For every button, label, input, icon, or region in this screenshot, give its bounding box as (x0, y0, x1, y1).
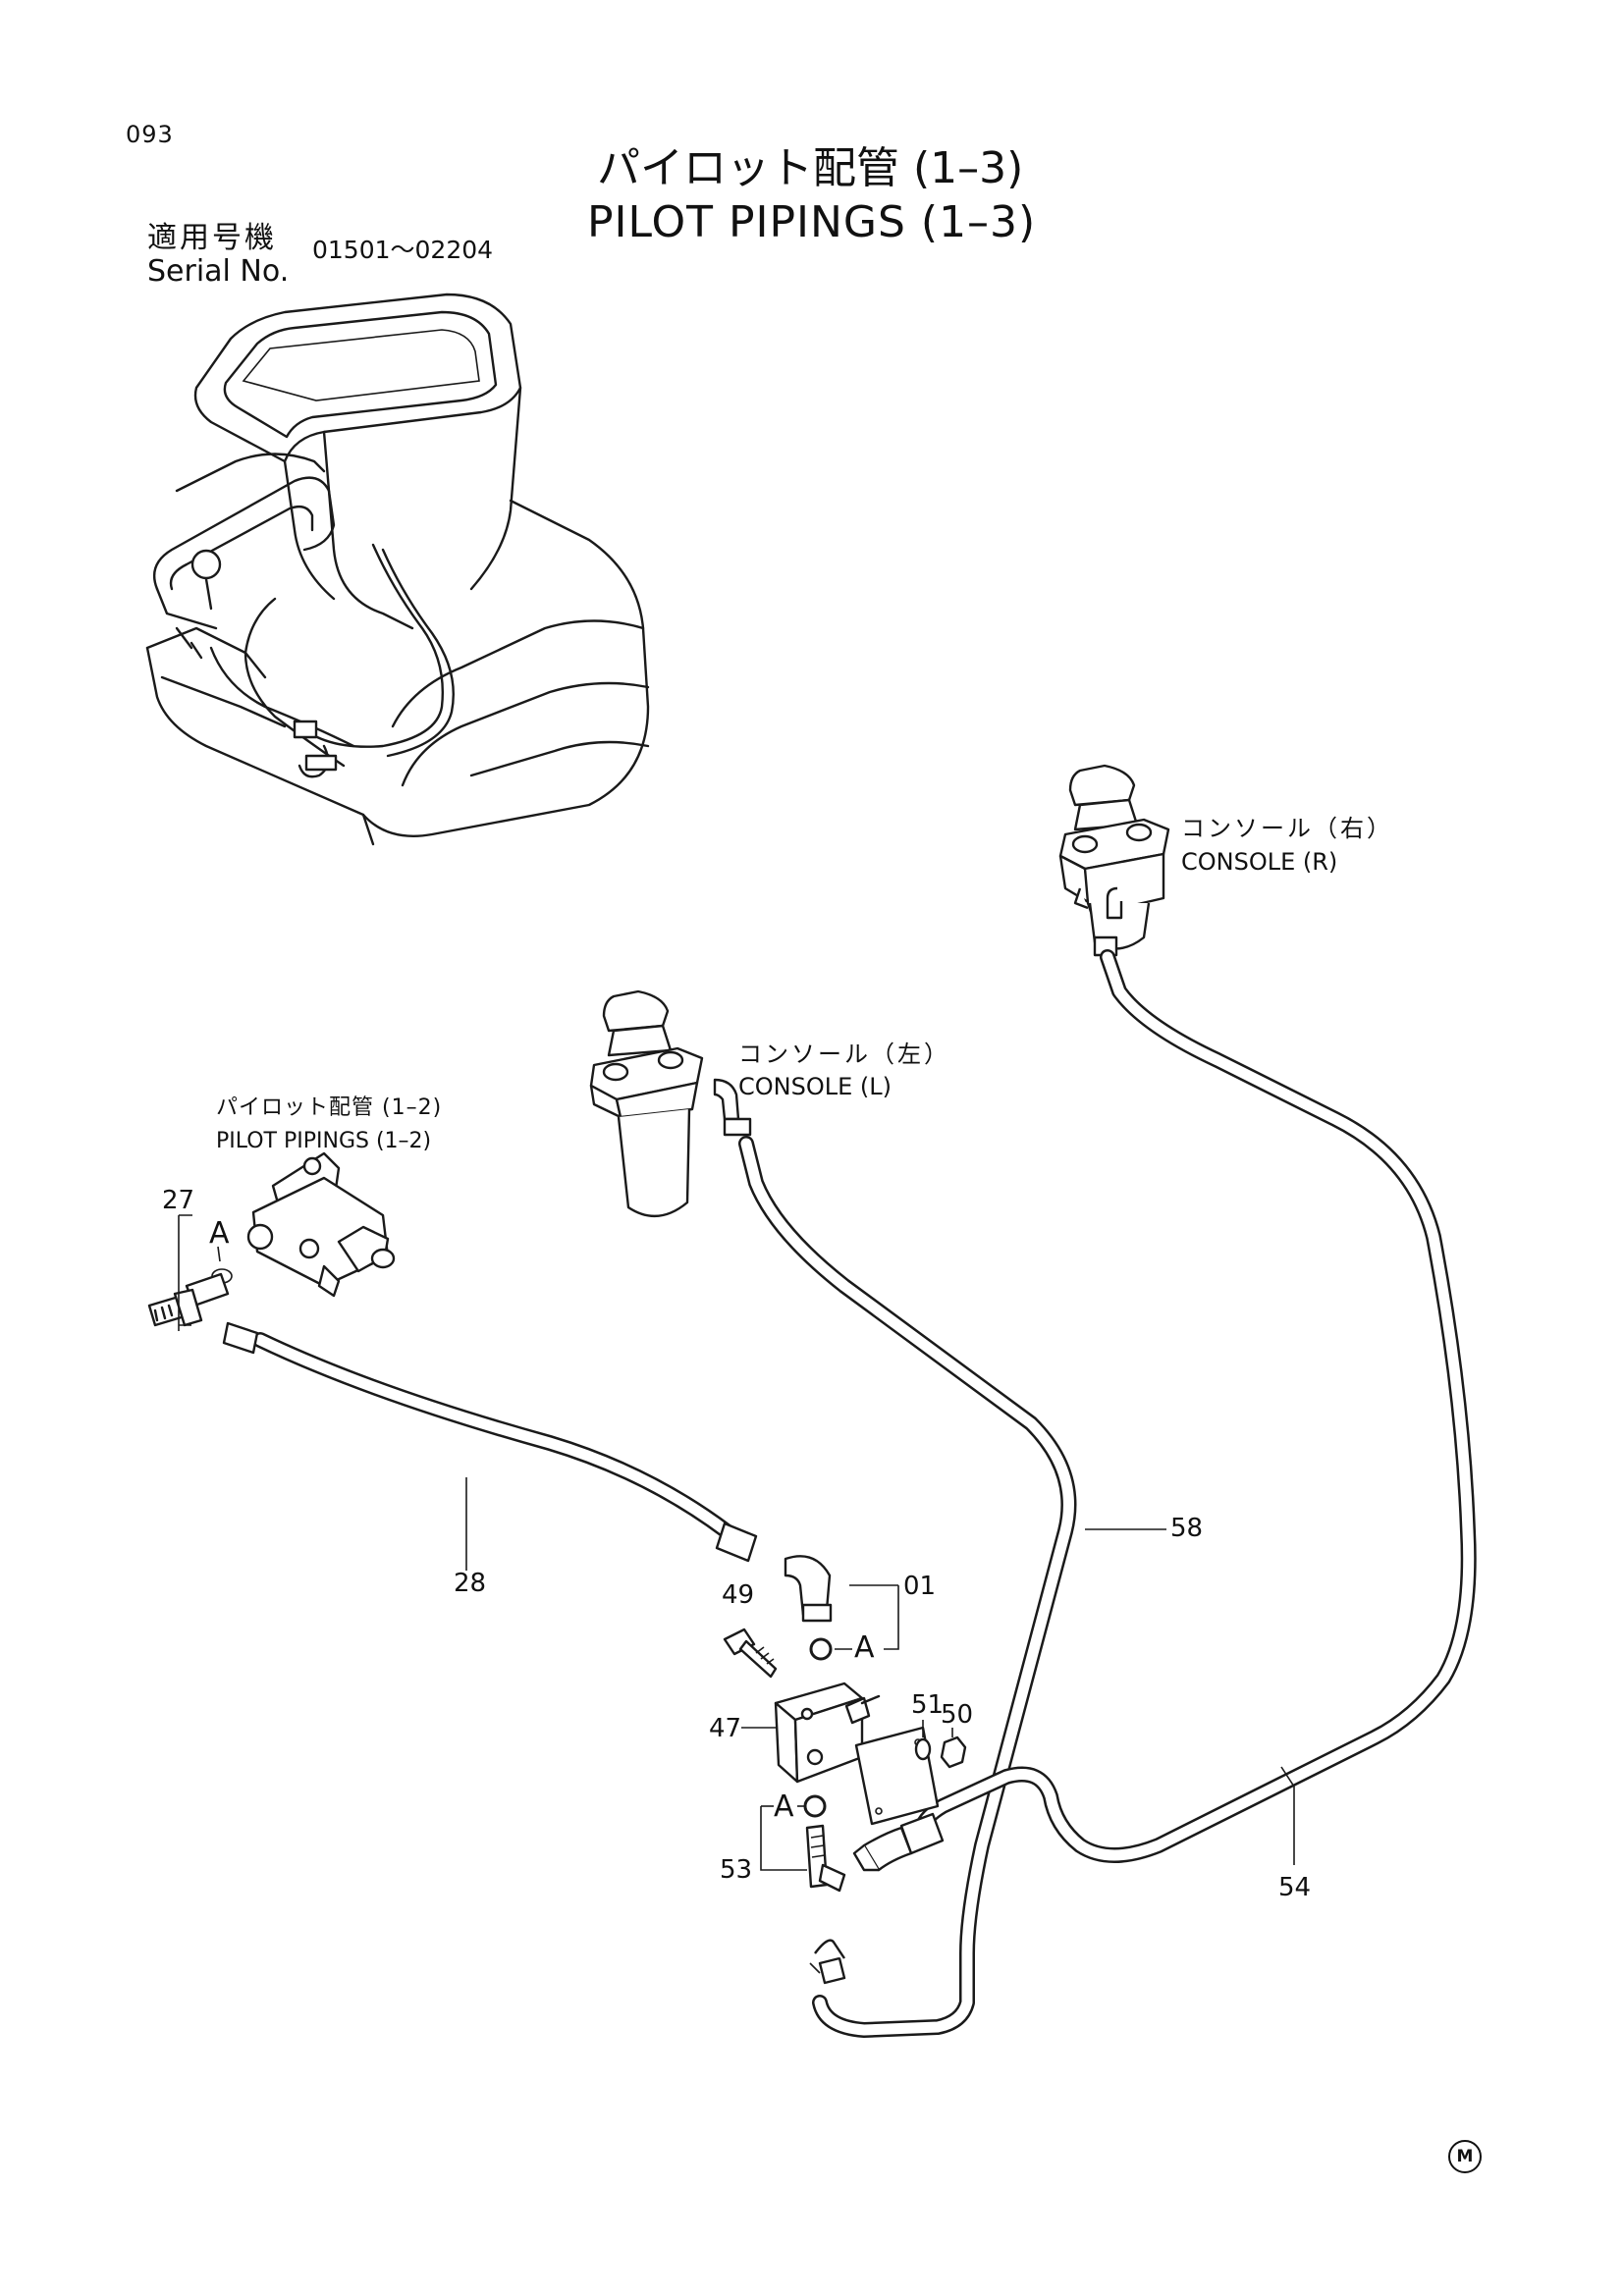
hose-54 (852, 949, 1477, 1872)
maker-mark: M (1448, 2140, 1482, 2173)
o-ring-lower (803, 1794, 827, 1818)
pilot-valve-block (246, 1151, 396, 1298)
bolt-49 (723, 1628, 778, 1679)
page-number: 093 (126, 121, 174, 148)
cab-console-overview (145, 293, 650, 846)
callout-27: 27 (162, 1186, 195, 1215)
hose-28 (222, 1321, 758, 1563)
block-47 (774, 1682, 881, 1784)
console-left-valve (589, 989, 752, 1218)
elbow-fitting-01 (784, 1555, 833, 1623)
tee-fitting-53 (805, 1824, 846, 1893)
console-right-valve (1058, 764, 1170, 957)
console-right-label-english: CONSOLE (R) (1181, 848, 1338, 876)
serial-range: 01501～02204 (312, 236, 494, 264)
callout-28: 28 (454, 1569, 487, 1598)
console-left-label-japanese: コンソール（左） (738, 1041, 950, 1068)
leader-lines (178, 1214, 1295, 1974)
o-ring-upper (809, 1637, 833, 1661)
hose-58 (738, 1136, 1077, 2038)
callout-53: 53 (720, 1855, 753, 1885)
washer-51 (914, 1737, 932, 1761)
callout-49: 49 (722, 1580, 755, 1610)
console-left-label-english: CONSOLE (L) (738, 1073, 892, 1100)
serial-label-english: Serial No. (147, 254, 290, 289)
page-title-japanese: パイロット配管 (1–3) (597, 143, 1024, 193)
serial-label-japanese: 適用号機 (147, 221, 277, 255)
callout-01: 01 (903, 1572, 937, 1601)
callout-51: 51 (911, 1690, 945, 1720)
callout-a-upper-left: A (209, 1216, 230, 1251)
callout-50: 50 (941, 1700, 974, 1730)
page-title-english: PILOT PIPINGS (1–3) (587, 197, 1037, 247)
callout-a-middle: A (854, 1630, 875, 1665)
pilot-pipings-ref-label-english: PILOT PIPINGS (1–2) (216, 1129, 432, 1153)
nut-50 (940, 1735, 967, 1769)
callout-54: 54 (1278, 1873, 1312, 1902)
callout-58: 58 (1170, 1514, 1204, 1543)
pilot-pipings-ref-label-japanese: パイロット配管 (1–2) (216, 1095, 443, 1120)
callout-a-lower: A (774, 1789, 794, 1824)
callout-47: 47 (709, 1714, 742, 1743)
console-right-label-japanese: コンソール（右） (1181, 815, 1393, 842)
tee-fitting-27 (147, 1268, 233, 1327)
